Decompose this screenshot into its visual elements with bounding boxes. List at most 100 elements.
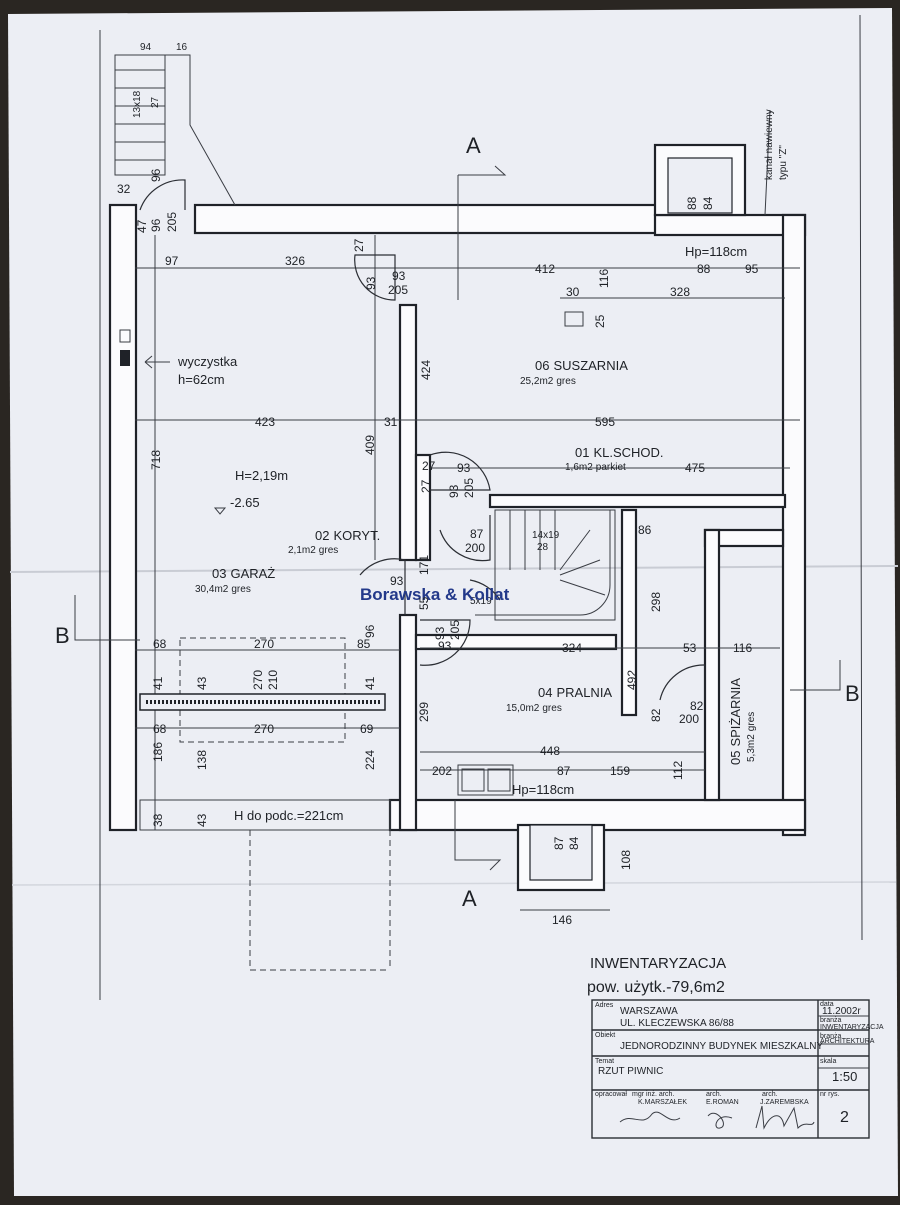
svg-text:88: 88	[685, 196, 699, 210]
svg-text:84: 84	[701, 196, 715, 210]
svg-text:116: 116	[733, 641, 752, 655]
svg-text:93: 93	[364, 276, 378, 290]
author: J.ZAREMBSKA	[760, 1099, 809, 1106]
scale: 1:50	[832, 1069, 857, 1084]
svg-text:arch.: arch.	[762, 1091, 778, 1098]
svg-text:Temat: Temat	[595, 1058, 614, 1065]
svg-text:88: 88	[697, 262, 711, 276]
svg-text:159: 159	[610, 764, 630, 778]
svg-text:93: 93	[438, 639, 452, 653]
svg-text:25: 25	[593, 314, 607, 328]
room-05: 05SPIŻARNIA 5,3m2gres	[728, 678, 757, 765]
svg-text:69: 69	[360, 722, 374, 736]
svg-text:41: 41	[151, 676, 165, 690]
cleanout-label: wyczystka h=62cm	[177, 354, 238, 387]
section-a-bottom: A	[462, 886, 477, 911]
svg-text:93: 93	[433, 626, 447, 640]
summary: INWENTARYZACJA pow. użytk.-79,6m2	[587, 955, 726, 996]
cleanout-marker	[119, 329, 131, 343]
floor-drain	[564, 311, 584, 327]
svg-text:14x19: 14x19	[532, 530, 560, 541]
svg-text:data: data	[820, 1001, 834, 1008]
signature	[619, 1111, 681, 1123]
svg-text:93: 93	[390, 574, 404, 588]
floor-level: -2.65	[230, 495, 260, 510]
svg-text:30: 30	[566, 285, 580, 299]
svg-text:96: 96	[149, 168, 163, 182]
svg-text:82: 82	[649, 708, 663, 722]
section-b-right: B	[845, 681, 860, 706]
hp-bottom: Hp=118cm	[512, 782, 574, 797]
svg-text:205: 205	[388, 283, 408, 297]
paper-fold	[11, 881, 897, 886]
section-a-top: A	[466, 133, 481, 158]
title-block: Adres WARSZAWA UL. KLECZEWSKA 86/88 data…	[591, 999, 884, 1139]
svg-text:202: 202	[432, 764, 452, 778]
author: K.MARSZAŁEK	[638, 1099, 687, 1106]
svg-text:97: 97	[165, 254, 179, 268]
svg-text:27: 27	[422, 459, 436, 473]
svg-text:200: 200	[679, 712, 699, 726]
svg-text:27: 27	[419, 479, 433, 493]
svg-text:93: 93	[457, 461, 471, 475]
svg-text:96: 96	[149, 218, 163, 232]
svg-text:210: 210	[266, 670, 280, 690]
svg-text:53: 53	[683, 641, 697, 655]
svg-text:nr rys.: nr rys.	[820, 1091, 840, 1098]
canal-leader	[764, 109, 771, 216]
canal-label: kanał nawiewny typu "Z"	[764, 109, 789, 180]
topic: RZUT PIWNIC	[598, 1066, 663, 1077]
svg-text:87: 87	[470, 527, 484, 541]
svg-text:5,3m2gres: 5,3m2gres	[746, 712, 757, 762]
object: JEDNORODZINNY BUDYNEK MIESZKALNY	[620, 1041, 824, 1052]
svg-text:595: 595	[595, 415, 615, 429]
svg-text:wyczystka: wyczystka	[177, 354, 238, 369]
svg-text:298: 298	[649, 592, 663, 612]
svg-text:84: 84	[567, 836, 581, 850]
svg-text:82: 82	[690, 699, 704, 713]
svg-text:112: 112	[671, 761, 685, 780]
svg-text:Adres: Adres	[595, 1002, 614, 1009]
svg-text:138: 138	[195, 750, 209, 770]
paper	[8, 8, 898, 1196]
svg-text:412: 412	[535, 262, 555, 276]
svg-text:skala: skala	[820, 1058, 836, 1065]
dimension-lines	[135, 235, 800, 911]
svg-text:68: 68	[153, 722, 167, 736]
svg-text:86: 86	[638, 523, 652, 537]
svg-text:423: 423	[255, 415, 275, 429]
stair-inner-label: 5x19	[470, 596, 492, 607]
svg-text:branża: branża	[820, 1017, 842, 1024]
svg-text:409: 409	[363, 435, 377, 455]
stair-steps: 13x18	[132, 90, 143, 118]
svg-text:kanał nawiewny: kanał nawiewny	[764, 109, 775, 180]
svg-text:38: 38	[151, 813, 165, 827]
svg-text:718: 718	[149, 450, 163, 470]
exterior-stair-labels: 94 16 13x18 27	[132, 42, 188, 118]
svg-text:171: 171	[417, 555, 431, 575]
svg-text:28: 28	[537, 542, 549, 553]
svg-text:93: 93	[392, 269, 406, 283]
svg-text:424: 424	[419, 360, 433, 380]
svg-text:200: 200	[465, 541, 485, 555]
watermark-logo: Borawska & Kollat	[360, 585, 510, 604]
door-swings	[139, 179, 706, 701]
svg-text:205: 205	[448, 620, 462, 640]
laundry-sink	[461, 768, 485, 792]
svg-text:326: 326	[285, 254, 305, 268]
svg-text:270: 270	[251, 670, 265, 690]
svg-text:43: 43	[195, 676, 209, 690]
svg-text:85: 85	[357, 637, 371, 651]
svg-text:205: 205	[165, 212, 179, 232]
svg-text:270: 270	[254, 637, 274, 651]
svg-text:93: 93	[447, 484, 461, 498]
stair-dim: 16	[176, 42, 188, 53]
